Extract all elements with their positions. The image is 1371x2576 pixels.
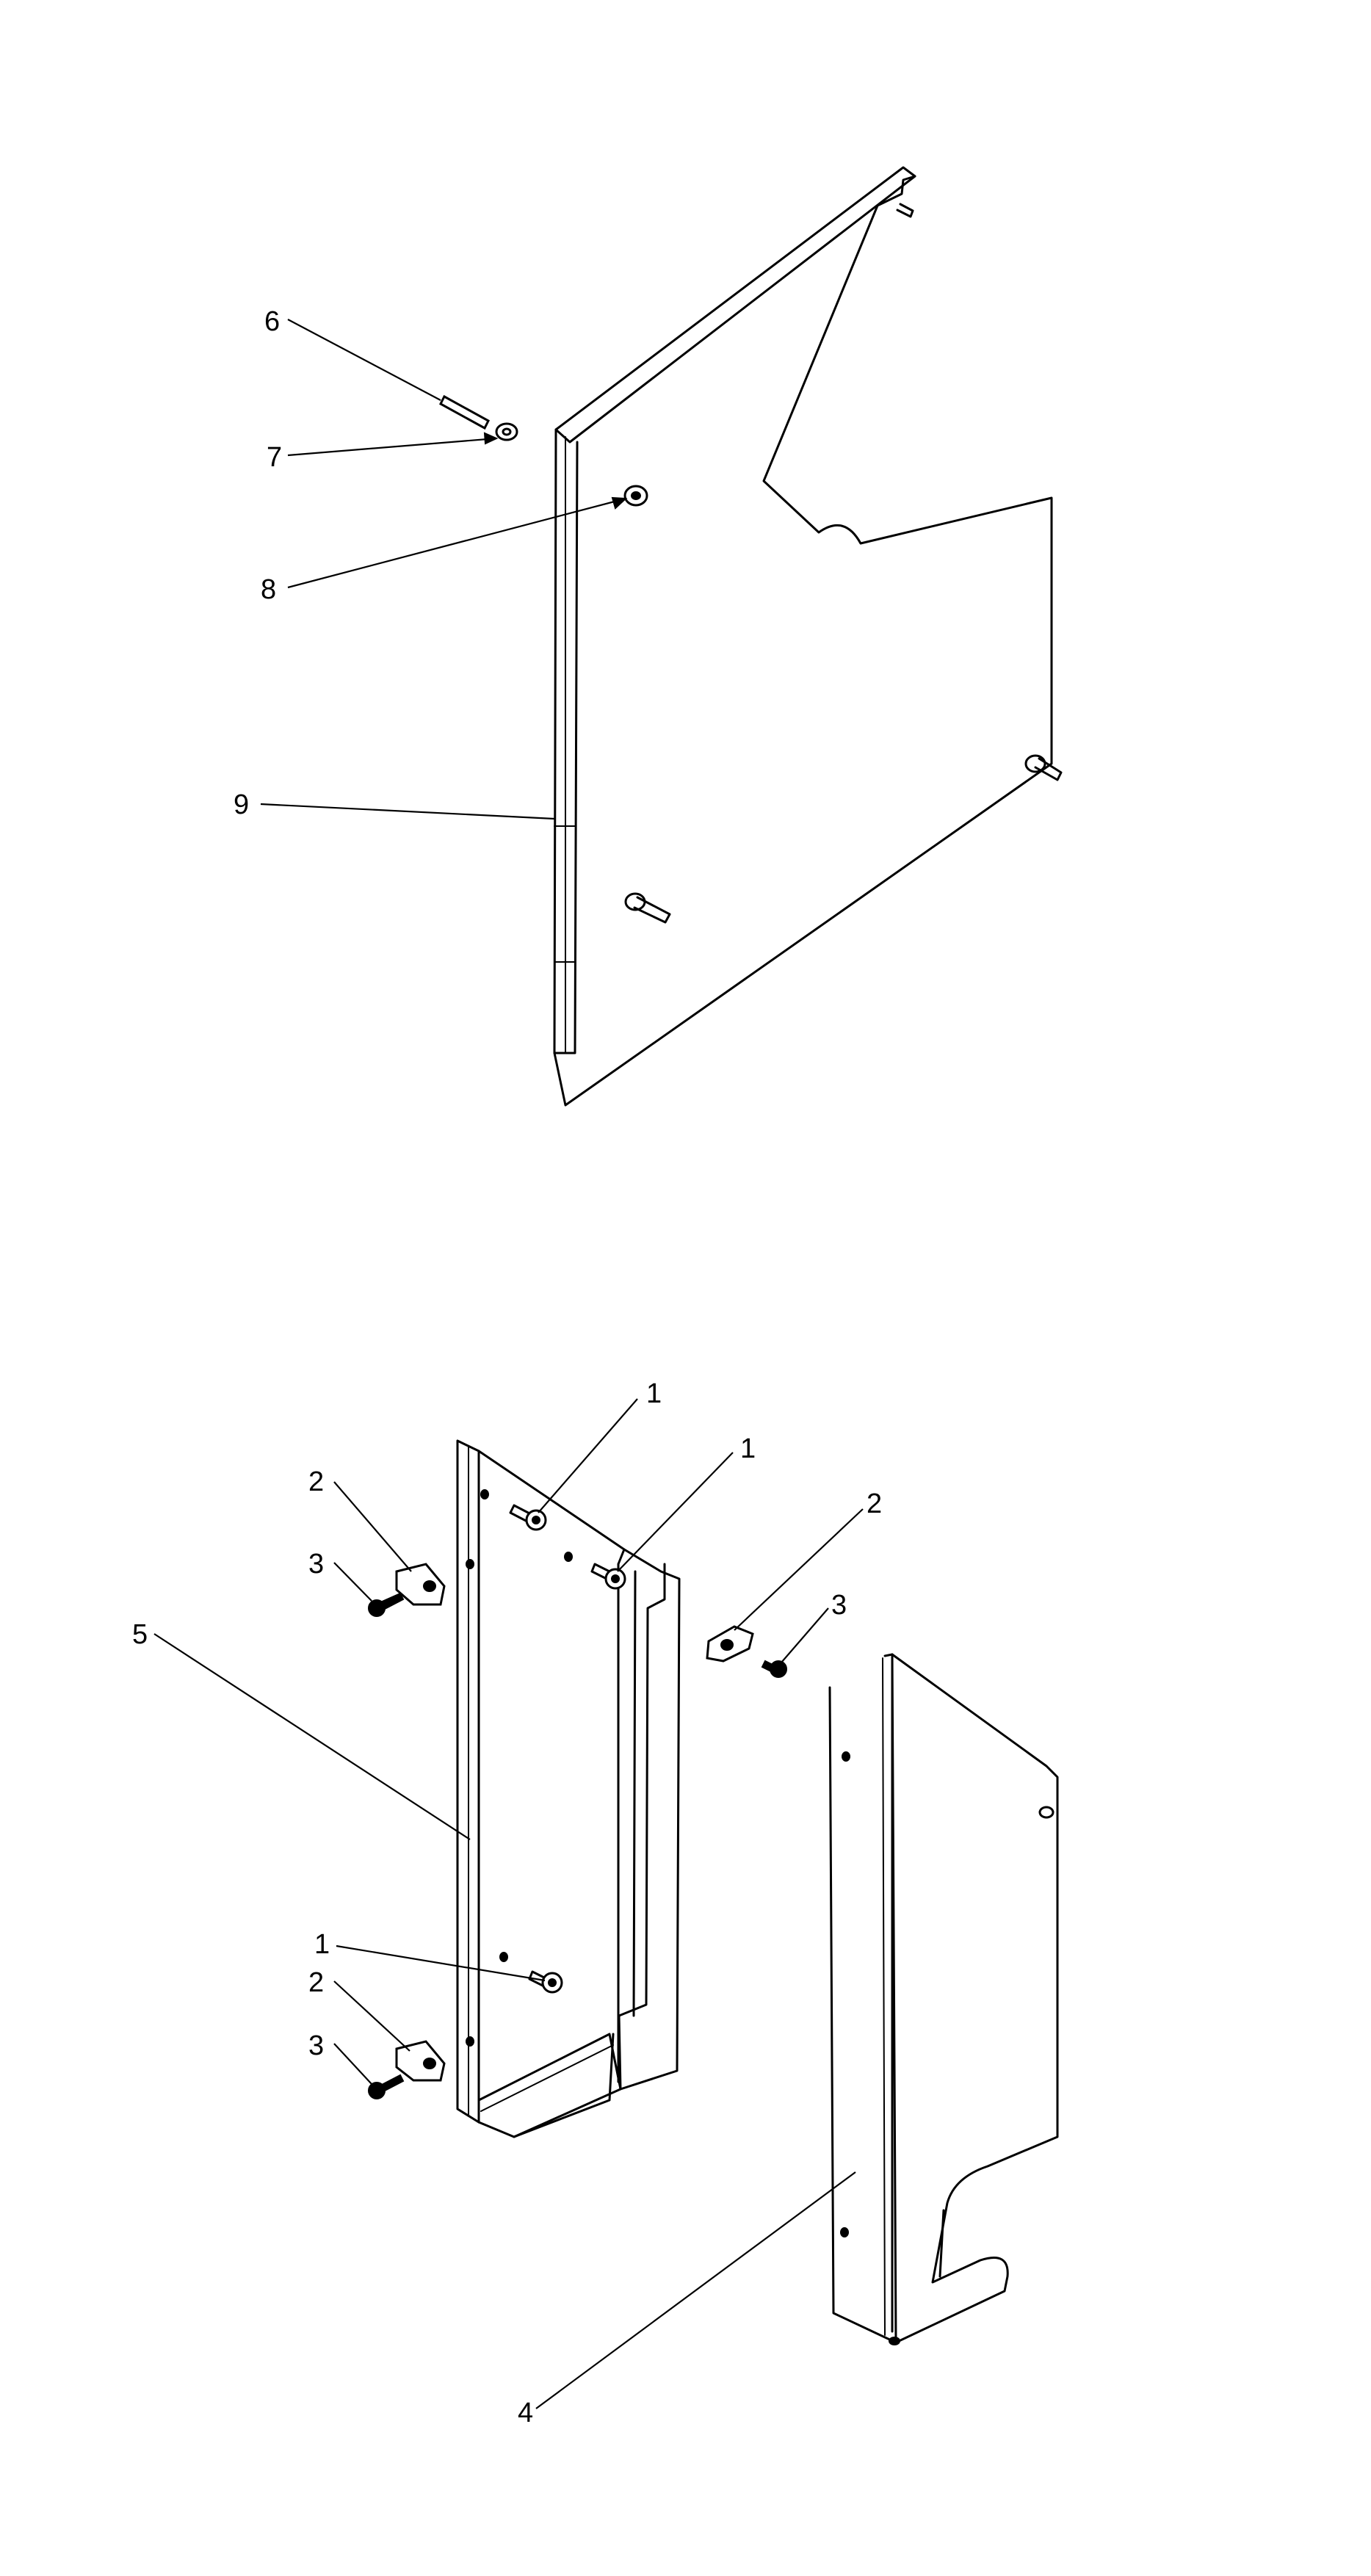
bracket-hole-1 (480, 1489, 489, 1499)
panel-4-body-outline (891, 1653, 1059, 2344)
leader-3c (333, 2043, 372, 2085)
clip-part-2-right (706, 1625, 754, 1663)
leader-3a (333, 1562, 372, 1602)
panel-4-hole-bottom (840, 2227, 849, 2237)
callout-1a: 1 (646, 1378, 662, 1409)
panel-4-hole-top (842, 1751, 850, 1762)
panel-4-inner-edge (883, 1653, 894, 2333)
top-panel-body-outline (553, 175, 1053, 1107)
bracket-right-channel (618, 1548, 681, 2091)
leader-1c (336, 1944, 546, 1982)
callout-3c: 3 (308, 2030, 324, 2061)
leader-9 (260, 803, 555, 820)
panel-4-slot (1038, 1806, 1055, 1819)
callout-3b: 3 (831, 1590, 847, 1621)
top-callouts: 6 7 8 9 (234, 306, 628, 820)
bracket-back-plate (477, 1450, 626, 2138)
bottom-callouts: 1 1 1 2 2 2 3 3 3 4 5 (132, 1378, 882, 2428)
callout-9: 9 (234, 789, 249, 820)
callout-7: 7 (267, 442, 282, 473)
bracket-hole-3 (564, 1552, 573, 1562)
screw-part-3-lower (368, 2074, 405, 2099)
callout-2c: 2 (308, 1967, 324, 1998)
callout-1b: 1 (740, 1433, 756, 1464)
panel-stud-right (1024, 754, 1063, 781)
leader-2b (734, 1508, 864, 1631)
leader-6 (287, 319, 441, 401)
stud-part-1-upper-left (509, 1504, 547, 1531)
leader-7-arrow (483, 432, 499, 445)
callout-6: 6 (264, 306, 280, 337)
leader-5 (153, 1633, 471, 1840)
side-panel-part-4 (828, 1653, 1059, 2345)
leader-1b (617, 1452, 734, 1572)
washer-part-7 (495, 422, 518, 441)
bracket-base-edge (480, 2044, 614, 2112)
panel-4-cutout-inner (938, 2209, 945, 2278)
leader-1a (538, 1398, 638, 1513)
top-panel-assembly (439, 166, 1063, 1107)
callout-2a: 2 (308, 1466, 324, 1497)
callout-4: 4 (518, 2398, 533, 2428)
channel-bracket-part-5 (368, 1439, 681, 2138)
right-hardware (706, 1625, 787, 1678)
leader-3b (781, 1607, 829, 1663)
leader-4 (535, 2171, 856, 2409)
leader-2a (333, 1481, 412, 1572)
leader-8-arrow (611, 496, 628, 510)
clip-part-2-upper (395, 1563, 446, 1606)
pin-part-6 (439, 394, 490, 430)
leader-7 (287, 437, 497, 457)
stud-part-1-lower (528, 1970, 563, 1994)
screw-part-3-upper (368, 1592, 405, 1617)
clip-part-2-lower (395, 2040, 446, 2082)
callout-2b: 2 (867, 1488, 882, 1519)
panel-4-flange-edge (882, 1657, 886, 2336)
leader-8 (287, 497, 626, 589)
bracket-hole-4 (499, 1952, 508, 1962)
grommet-part-8 (623, 485, 648, 507)
callout-8: 8 (261, 574, 276, 605)
screw-part-3-right (761, 1660, 787, 1678)
panel-4-left-flange (828, 1653, 897, 2344)
bracket-hole-2 (466, 1559, 474, 1569)
callout-1c: 1 (314, 1929, 330, 1960)
panel-stud-lower (624, 892, 671, 924)
bracket-inner-channel (617, 1563, 637, 2083)
bracket-hole-5 (466, 2036, 474, 2047)
callout-5: 5 (132, 1619, 148, 1650)
callout-3a: 3 (308, 1549, 324, 1580)
panel-stud-top (896, 203, 914, 218)
leader-2c (333, 1980, 410, 2052)
panel-4-foot (889, 2337, 900, 2345)
top-panel-top-rail (554, 166, 916, 444)
stud-part-1-upper-right (590, 1563, 626, 1590)
bracket-base (477, 2033, 622, 2138)
